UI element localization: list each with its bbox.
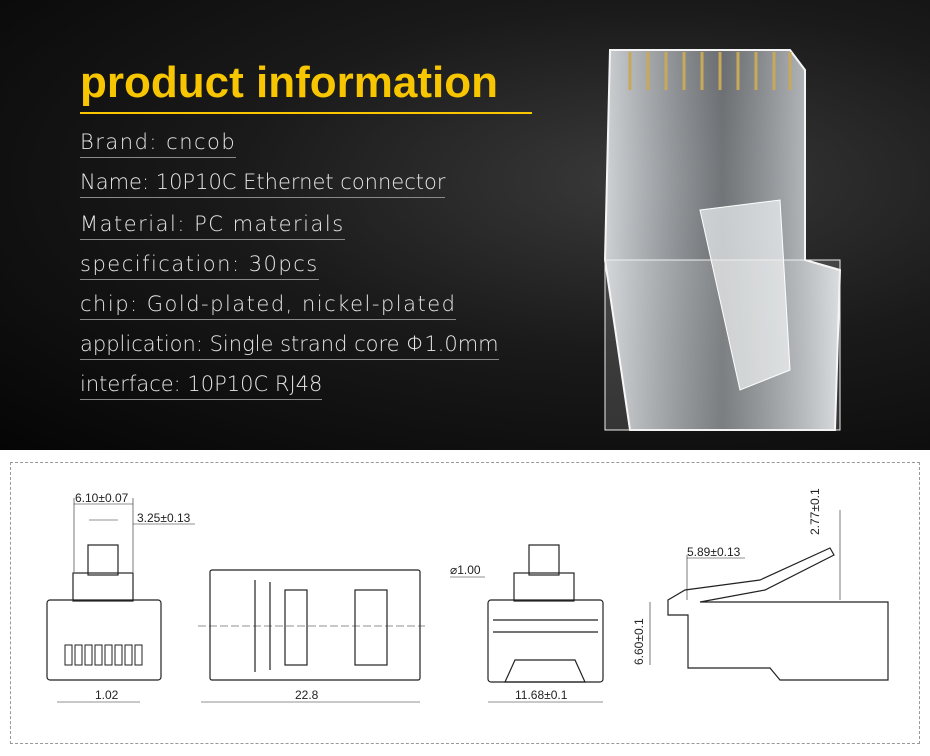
dim-latch-width: 3.25±0.13 bbox=[137, 511, 191, 525]
dim-pin-pitch: 1.02 bbox=[95, 688, 119, 702]
spec-name: Name: 10P10C Ethernet connector bbox=[80, 170, 446, 198]
spec-chip: chip: Gold-plated, nickel-plated bbox=[80, 292, 457, 320]
dim-width-top: 6.10±0.07 bbox=[75, 491, 129, 505]
spec-interface: interface: 10P10C RJ48 bbox=[80, 372, 323, 400]
spec-material: Material: PC materials bbox=[80, 212, 345, 240]
side-view-drawing bbox=[649, 510, 889, 681]
title-underline bbox=[80, 112, 532, 114]
top-view-drawing bbox=[198, 569, 425, 703]
dim-body-width: 11.68±0.1 bbox=[515, 688, 568, 702]
spec-brand: Brand: cncob bbox=[80, 130, 237, 158]
dim-latch-height: 2.77±0.1 bbox=[808, 488, 822, 535]
spec-application: application: Single strand core Φ1.0mm bbox=[80, 332, 499, 360]
product-info-banner: product information Brand: cncob Name: 1… bbox=[0, 0, 930, 450]
page-title: product information bbox=[80, 58, 498, 107]
dim-body-height: 6.60±0.1 bbox=[632, 618, 646, 665]
end-view-drawing bbox=[450, 544, 604, 703]
dim-hole-diameter: ⌀1.00 bbox=[450, 563, 481, 577]
dim-latch-offset: 5.89±0.13 bbox=[687, 545, 741, 559]
dim-length: 22.8 bbox=[295, 688, 319, 702]
connector-photo bbox=[603, 49, 842, 431]
spec-specification: specification: 30pcs bbox=[80, 252, 319, 280]
front-view-drawing bbox=[46, 498, 195, 703]
technical-drawing-panel bbox=[10, 462, 920, 744]
